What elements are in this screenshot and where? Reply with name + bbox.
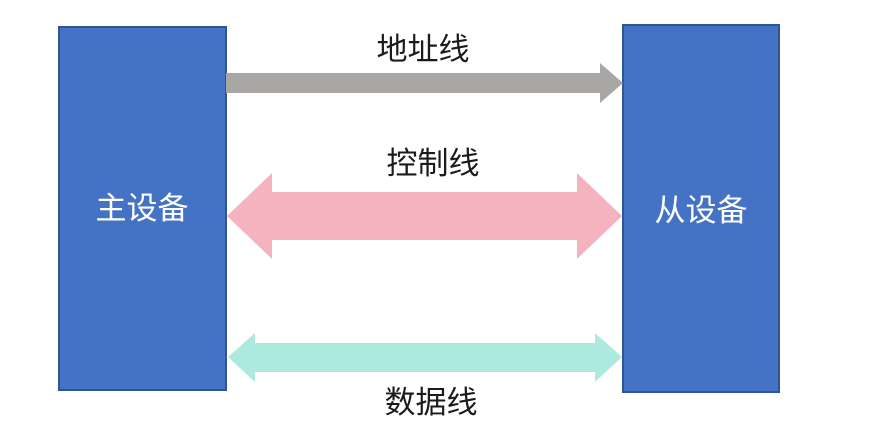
data-bus-arrow — [228, 333, 622, 382]
data-bus-label: 数据线 — [385, 385, 478, 420]
control-bus-arrow — [227, 173, 622, 259]
address-bus-label: 地址线 — [377, 32, 470, 67]
master-device-label: 主设备 — [96, 191, 189, 226]
control-bus-label: 控制线 — [387, 146, 480, 181]
master-device-box — [58, 26, 227, 391]
slave-device-box — [622, 24, 780, 393]
address-bus-arrow — [226, 63, 623, 103]
slave-device-label: 从设备 — [655, 193, 748, 228]
